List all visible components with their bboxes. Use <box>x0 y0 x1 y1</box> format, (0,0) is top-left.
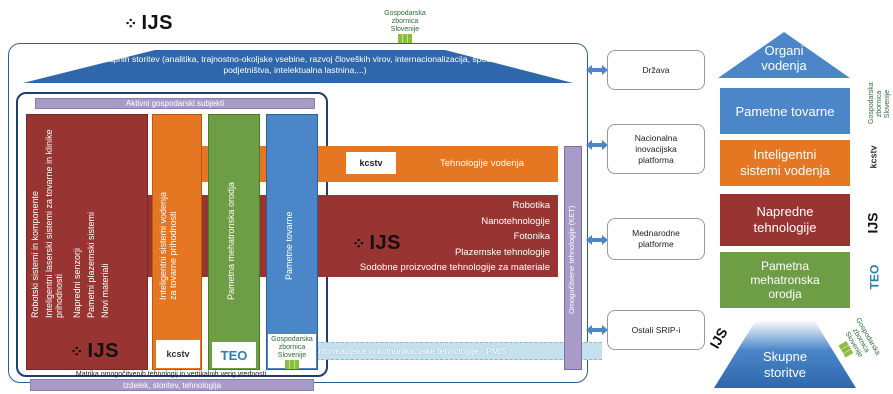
legend-inteligentni: Inteligentni sistemi vodenja <box>720 140 850 186</box>
red-col-item: Pametni plazemski sistemi <box>86 211 96 318</box>
red-item: Robotika <box>512 200 551 211</box>
box-mednarodne: Mednarodne platforme <box>607 218 705 260</box>
red-col-item: Novi materiali <box>100 263 110 318</box>
kcstv-logo-col: kcstv <box>156 340 200 368</box>
red-item: Fotonika <box>513 231 550 243</box>
kcstv-logo-band: kcstv <box>346 152 396 174</box>
kcstv-logo-side: kcstv <box>868 145 879 169</box>
red-item: Sodobne proizvodne tehnologije za materi… <box>359 262 550 274</box>
ijs-logo-top: ⁘ IJS <box>124 12 173 34</box>
red-col-item: Robotski sistemi in komponente <box>30 190 40 318</box>
ikt-label: Informacijske in komunikacijske tehnolog… <box>316 346 507 356</box>
gzs-logo-top: Gospodarska zbornica Slovenije <box>376 10 434 46</box>
red-col-item: Inteligentni laserski sistemi za tovarne… <box>44 129 64 318</box>
gzs-logo-side: Gospodarska zbornica Slovenije <box>868 82 891 124</box>
organi-triangle <box>718 32 850 78</box>
blue-column <box>266 114 318 370</box>
red-column <box>26 114 148 370</box>
legend-pametna-orodja: Pametna mehatronska orodja <box>720 252 850 308</box>
organi-label: Organi vodenja <box>761 43 807 73</box>
izdelek-bar: Izdelek, storitev, tehnologija <box>30 379 314 391</box>
orange-column-text: Inteligentni sistemi vodenja za tovarne … <box>158 191 178 300</box>
teo-logo-side: TEO <box>867 264 882 290</box>
tehnologije-vodenja-label: Tehnologije vodenja <box>440 158 524 169</box>
red-col-item: Napredni senzorji <box>72 247 82 318</box>
teo-logo-col: TEO <box>212 342 256 368</box>
ikt-band <box>306 342 602 360</box>
box-nacionalna: Nacionalna inovacijska platforma <box>607 124 705 174</box>
skupne-trapezoid <box>714 320 856 388</box>
red-item: Plazemske tehnologije <box>454 246 550 258</box>
ijs-logo-redcol: ⁘ IJS <box>70 340 119 362</box>
legend-pametne-tovarne: Pametne tovarne <box>720 88 850 134</box>
red-item: Nanotehnologije <box>481 215 550 227</box>
top-roof-shape <box>23 50 573 83</box>
top-roof-text: Razvoj skupnih storitev (analitika, traj… <box>71 54 519 75</box>
green-column <box>208 114 260 370</box>
ijs-logo-side: IJS <box>864 212 881 234</box>
blue-column-text: Pametne tovarne <box>284 211 294 280</box>
connector-arrows <box>586 65 608 335</box>
ket-bar <box>564 146 582 370</box>
ket-label: Omogočitvene tehnologije (KET) <box>567 205 576 315</box>
box-drzava: Država <box>607 50 705 90</box>
ijs-logo-band: ⁘ IJS <box>352 232 401 254</box>
legend-napredne: Napredne tehnologije <box>720 194 850 246</box>
green-column-text: Pametna mehatronska orodja <box>226 181 236 300</box>
orange-column <box>152 114 202 370</box>
red-column-text: Robotski sistemi in komponente Inteligen… <box>30 118 148 328</box>
aktivni-bar: Aktivni gospodarski subjekti <box>35 98 315 109</box>
skupne-label: Skupne storitve <box>762 349 808 380</box>
red-band-items: Robotika Nanotehnologije Fotonika Plazem… <box>320 198 550 276</box>
box-ostali: Ostali SRIP-i <box>607 310 705 350</box>
matrika-label: Matrika omogočitvenih tehnologij in vert… <box>75 371 267 378</box>
gzs-logo-col: Gospodarska zbornica Slovenije <box>268 334 316 369</box>
